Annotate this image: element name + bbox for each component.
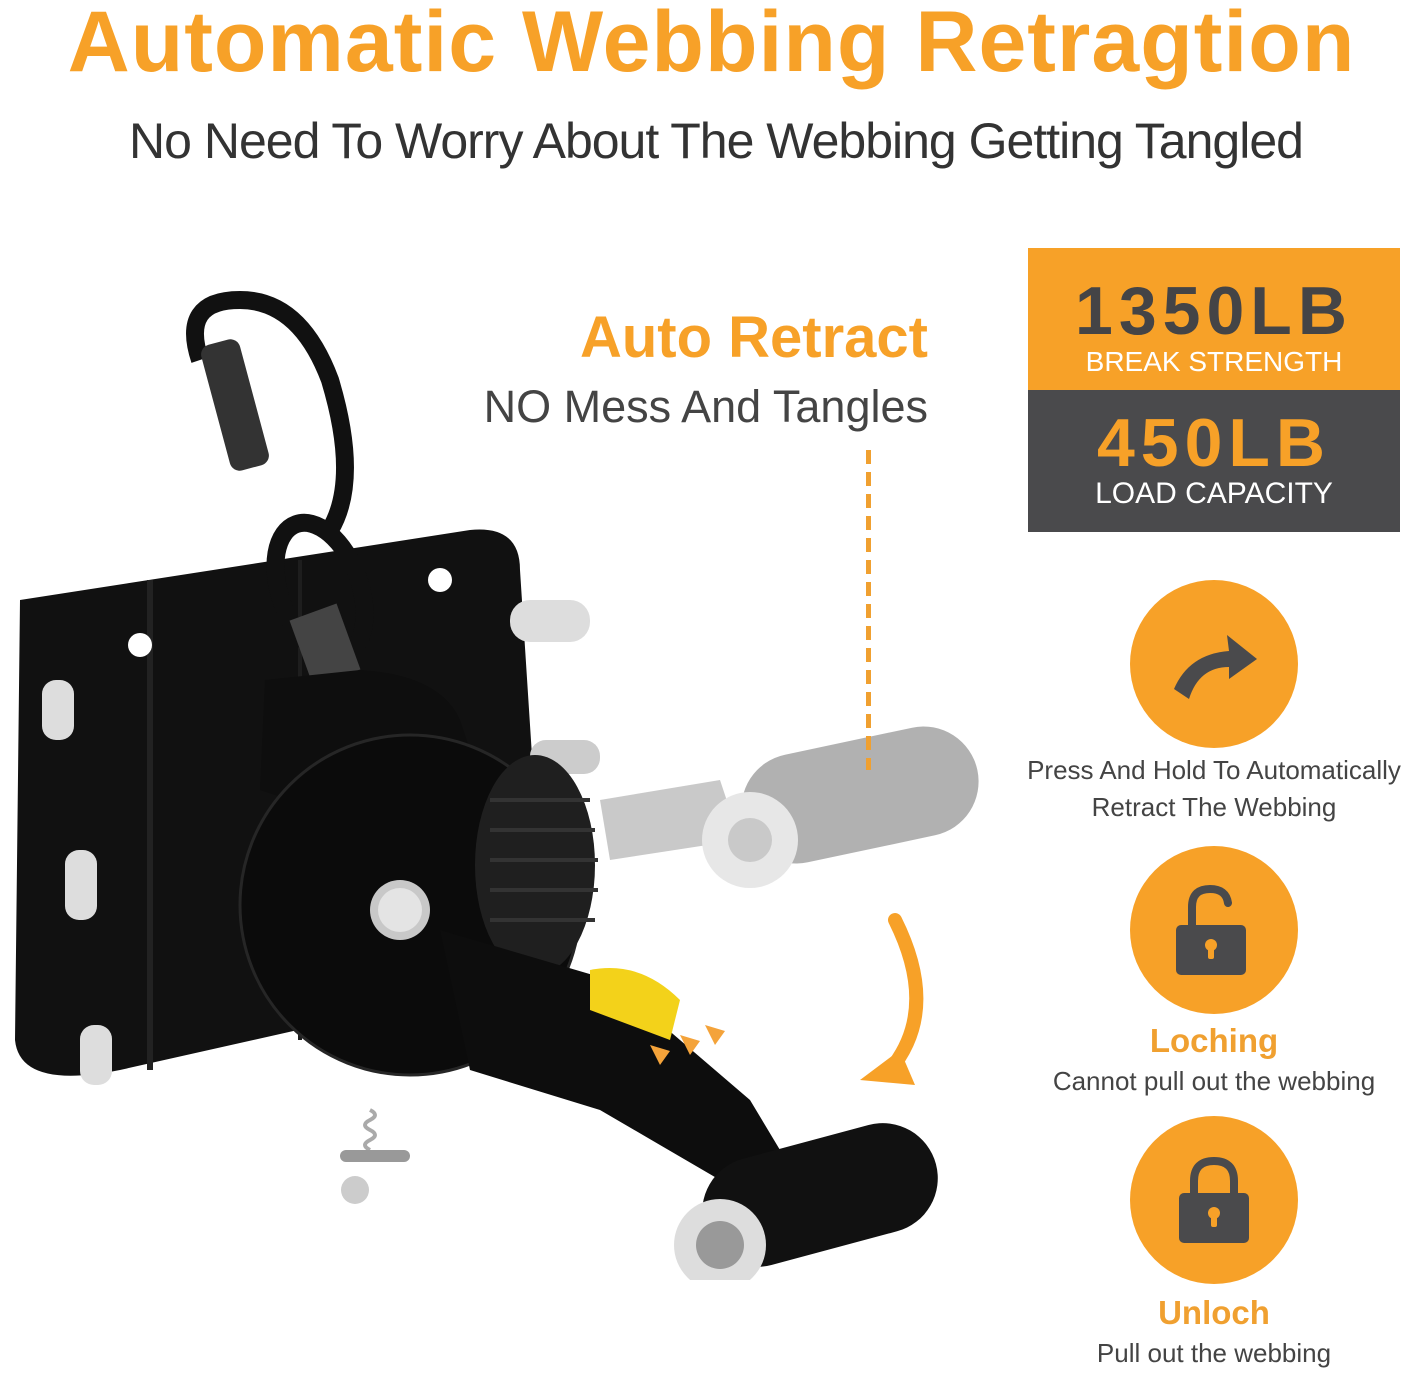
stat-load-capacity: 450LB LOAD CAPACITY	[1028, 390, 1400, 532]
stat-label: LOAD CAPACITY	[1095, 477, 1333, 510]
product-image	[0, 280, 1000, 1291]
stat-value: 450LB	[1096, 405, 1332, 481]
callout-subtitle: NO Mess And Tangles	[483, 381, 928, 432]
stat-break-strength: 1350LB BREAK STRENGTH	[1028, 248, 1400, 390]
stat-label: BREAK STRENGTH	[1085, 346, 1343, 377]
unlocked-padlock-icon	[1130, 846, 1298, 1014]
callout-leader-line	[866, 450, 871, 770]
locked-padlock-icon	[1130, 1116, 1298, 1284]
feature-text-line: Pull out the webbing	[1096, 1338, 1332, 1368]
feature-locking-text: Cannot pull out the webbing	[994, 1063, 1423, 1100]
feature-heading-locking: Loching	[1149, 1022, 1279, 1059]
feature-unlock-text: Pull out the webbing	[994, 1335, 1423, 1372]
stat-value: 1350LB	[1075, 273, 1353, 349]
redo-arrow-icon	[1130, 580, 1298, 748]
page-title: Automatic Webbing Retragtion	[67, 0, 1356, 90]
feature-text-line: Cannot pull out the webbing	[1052, 1066, 1376, 1096]
callout-title: Auto Retract	[579, 305, 928, 370]
feature-press-hold: Press And Hold To Automatically Retract …	[994, 752, 1423, 826]
page-subtitle: No Need To Worry About The Webbing Getti…	[129, 113, 1304, 169]
feature-text-line: Press And Hold To Automatically	[1027, 755, 1401, 785]
feature-heading-unlock: Unloch	[1158, 1294, 1270, 1331]
feature-text-line: Retract The Webbing	[1091, 792, 1337, 822]
